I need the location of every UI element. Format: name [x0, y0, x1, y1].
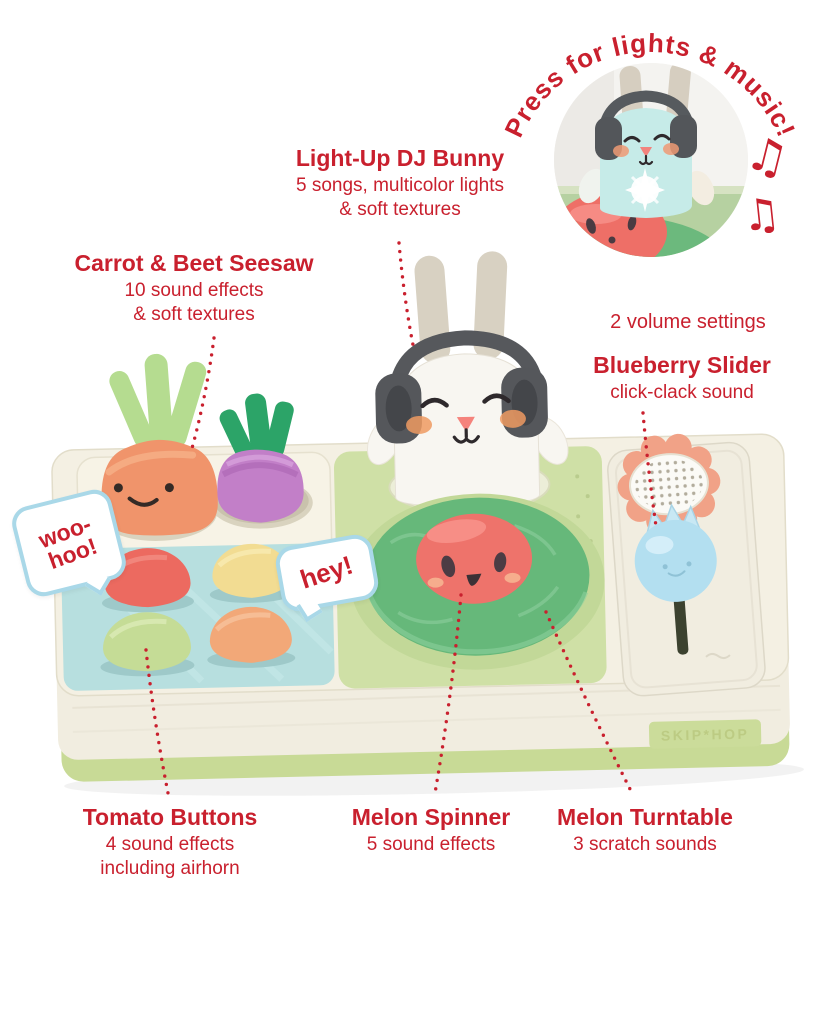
inset-dj-bunny [578, 63, 715, 218]
dj-bunny-toy [367, 251, 569, 508]
callout-subtitle: 4 sound effects [105, 834, 235, 856]
tomato-button-yellow [209, 543, 294, 603]
callout-carrot-beet: Carrot & Beet Seesaw 10 sound effects & … [44, 250, 344, 326]
callout-title: Tomato Buttons [82, 804, 258, 830]
leader-melon-turntable [544, 610, 634, 795]
callout-tomato: Tomato Buttons 4 sound effects including… [20, 804, 320, 880]
callout-subtitle: 10 sound effects [124, 280, 264, 302]
callout-title: Melon Spinner [351, 804, 511, 830]
beet-leaves [219, 393, 294, 459]
speech-bubble-text: hey! [296, 549, 357, 595]
callout-melon-spinner: Melon Spinner 5 sound effects [306, 804, 556, 857]
headphones-band [387, 330, 545, 409]
music-note-icon: ♫ [740, 188, 784, 242]
callout-dj-bunny: Light-Up DJ Bunny 5 songs, multicolor li… [250, 145, 550, 221]
callout-subtitle: 5 sound effects [366, 834, 496, 856]
speech-bubble-text: woo- hoo! [35, 510, 101, 575]
slider-track [673, 594, 689, 655]
callout-title: Light-Up DJ Bunny [295, 145, 505, 171]
leader-blueberry [641, 411, 658, 528]
callout-title: Blueberry Slider [593, 352, 771, 378]
callout-subtitle: & soft textures [339, 198, 461, 220]
callout-title: Carrot & Beet Seesaw [74, 250, 314, 276]
callout-subtitle: 2 volume settings [610, 311, 766, 333]
svg-text:SKIP*HOP: SKIP*HOP [661, 726, 750, 744]
leader-carrot [189, 336, 216, 454]
bunny-face [406, 393, 526, 444]
callout-melon-turntable: Melon Turntable 3 scratch sounds [520, 804, 770, 857]
skip-hop-logo: SKIP*HOP [648, 719, 762, 749]
carrot-leaves [109, 353, 207, 452]
toy-body: SKIP*HOP [51, 251, 804, 796]
callout-title: Melon Turntable [557, 804, 733, 830]
callout-blueberry: Blueberry Slider click-clack sound [557, 352, 807, 405]
callout-subtitle: 5 songs, multicolor lights [295, 175, 505, 197]
tomato-button-red [101, 548, 194, 613]
callout-subtitle: & soft textures [133, 303, 255, 325]
melon-turntable-toy [350, 493, 605, 670]
callout-subtitle: 3 scratch sounds [573, 834, 717, 856]
leader-melon-spinner [433, 593, 463, 795]
light-glow-icon [625, 168, 665, 212]
callout-subtitle: including airhorn [100, 857, 240, 879]
tomato-button-panel [61, 543, 335, 691]
slider-panel [607, 433, 766, 697]
beet-toy [217, 449, 304, 523]
leader-tomato [144, 648, 170, 795]
leader-lines [144, 241, 658, 795]
tomato-button-orange [207, 606, 296, 668]
callout-subtitle: click-clack sound [610, 382, 754, 404]
carrot-toy [101, 439, 218, 536]
melon-spinner-button [416, 513, 533, 604]
callout-volume: 2 volume settings [563, 310, 813, 334]
music-note-icon: ♫ [741, 125, 794, 187]
leader-bunny [397, 241, 416, 352]
blueberry-slider [634, 503, 731, 660]
